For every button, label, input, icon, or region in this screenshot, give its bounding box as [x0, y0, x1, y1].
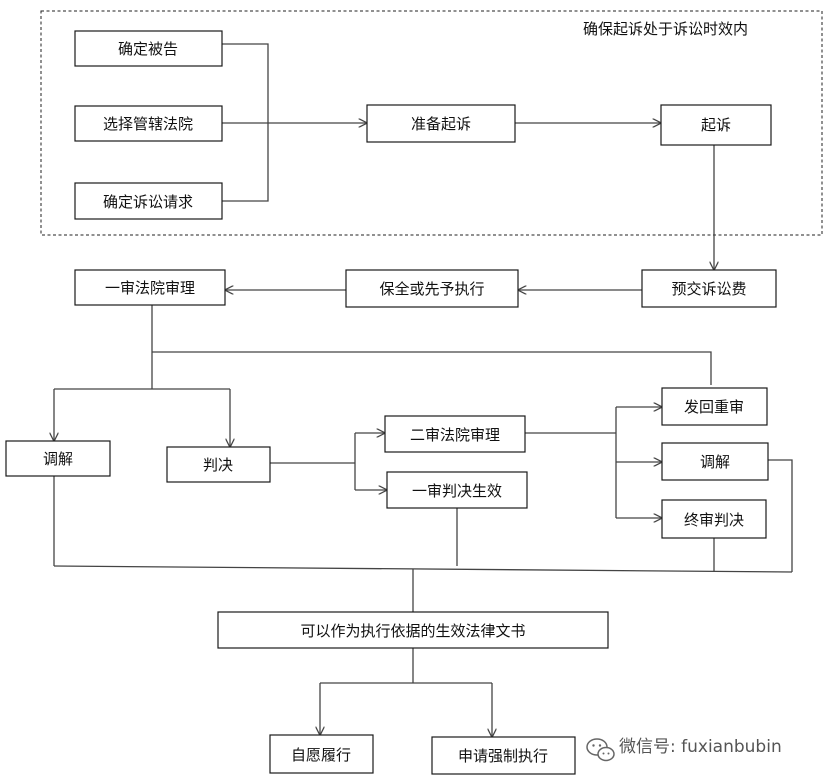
node-file-suit: 起诉: [660, 104, 772, 146]
node-label: 调解: [43, 450, 73, 468]
node-confirm-defendant: 确定被告: [74, 30, 223, 67]
node-label: 预交诉讼费: [671, 280, 746, 298]
wechat-icon: [586, 738, 615, 762]
node-prepare-suit: 准备起诉: [366, 104, 516, 143]
node-label: 二审法院审理: [410, 426, 500, 444]
node-first-instance: 一审法院审理: [74, 269, 226, 306]
node-voluntary-performance: 自愿履行: [269, 734, 374, 774]
node-label: 判决: [203, 456, 233, 474]
node-label: 终审判决: [684, 511, 744, 529]
watermark-text: 微信号: fuxianbubin: [619, 737, 782, 757]
node-label: 申请强制执行: [458, 747, 548, 765]
node-label: 调解: [700, 453, 730, 471]
node-preservation: 保全或先予执行: [345, 269, 519, 308]
mediation-2-side-line: [768, 459, 793, 572]
node-label: 可以作为执行依据的生效法律文书: [300, 622, 525, 640]
node-choose-court: 选择管辖法院: [74, 105, 223, 142]
node-enforceable-document: 可以作为执行依据的生效法律文书: [217, 611, 609, 649]
convergence-line: [53, 565, 793, 573]
node-confirm-claims: 确定诉讼请求: [74, 182, 223, 220]
scope-note: 确保起诉处于诉讼时效内: [583, 20, 748, 38]
node-mediation-2: 调解: [661, 442, 769, 481]
node-mediation-1: 调解: [5, 440, 111, 477]
first-instance-to-remand-line: [152, 351, 712, 385]
watermark: 微信号: fuxianbubin: [586, 737, 782, 762]
node-label: 准备起诉: [411, 115, 471, 133]
node-label: 一审法院审理: [105, 279, 195, 297]
node-label: 一审判决生效: [412, 482, 502, 500]
node-label: 确定被告: [118, 40, 178, 58]
node-label: 确定诉讼请求: [103, 193, 193, 211]
node-label: 起诉: [701, 116, 731, 134]
node-prepay-fees: 预交诉讼费: [641, 269, 777, 308]
node-label: 选择管辖法院: [103, 115, 193, 133]
node-label: 自愿履行: [291, 746, 351, 764]
node-final-judgment: 终审判决: [661, 499, 767, 539]
node-remand-retrial: 发回重审: [661, 387, 768, 426]
node-label: 发回重审: [684, 398, 744, 416]
node-label: 保全或先予执行: [379, 280, 484, 298]
node-first-effective: 一审判决生效: [386, 471, 528, 509]
node-judgment: 判决: [166, 446, 271, 483]
pre-filing-scope-frame: [40, 10, 823, 236]
node-apply-enforcement: 申请强制执行: [431, 736, 576, 775]
node-second-instance: 二审法院审理: [384, 415, 526, 453]
connectors: [53, 43, 793, 737]
